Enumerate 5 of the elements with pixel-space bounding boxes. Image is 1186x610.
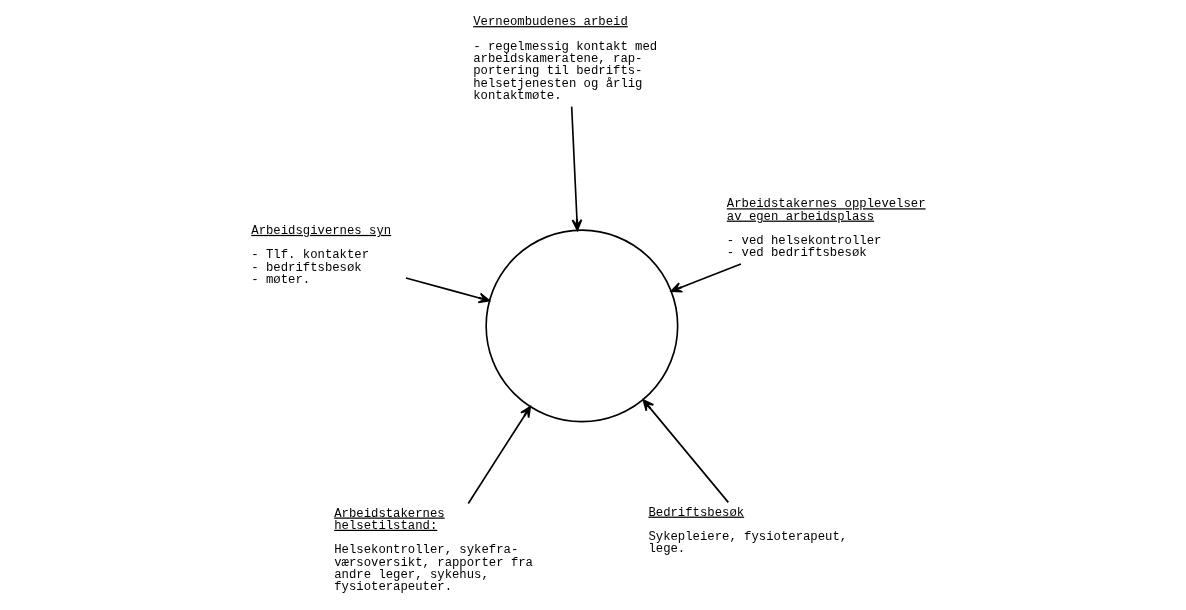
node-text: Bedriftsbesøk Sykepleiere, fysioterapeut, lege. <box>648 505 848 557</box>
node-text: Verneombudenes arbeid - regelmessig kontakt med arbeidskameratene, rap- portering til bedrifts- helsetjenesten og årlig kontaktmøte. <box>473 15 658 103</box>
node-text: Arbeidstakernes opplevelser av egen arbeidsplass - ved helsekontroller - ved bedriftsbesøk <box>726 197 926 261</box>
node-text: Arbeidsgivernes syn - Tlf. kontakter - bedriftsbesøk - møter. <box>251 223 392 288</box>
node-text: Arbeidstakernes helsetilstand: Helsekontroller, sykefra- værsoversikt, rapporter fra andre leger, sykehus, fysioterapeuter. <box>334 506 533 595</box>
